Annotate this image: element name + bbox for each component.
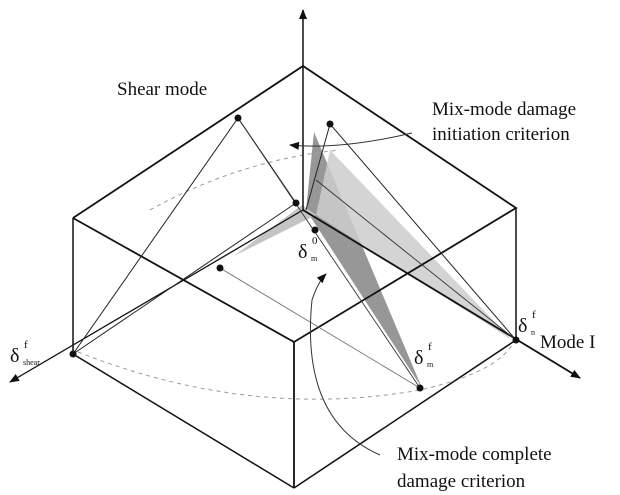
initiation-dashed-arc: [149, 149, 341, 211]
box-bottom-right: [293, 339, 517, 489]
delta-m0-label: δ 0 m: [298, 235, 318, 263]
box-bottom-left: [72, 353, 295, 489]
svg-text:δ: δ: [10, 345, 19, 367]
delta-m-f-label: δ f m: [414, 341, 434, 369]
svg-text:m: m: [427, 360, 434, 369]
svg-text:f: f: [532, 309, 536, 321]
point-shear-init: [292, 199, 300, 207]
line-top-to-origin: [305, 123, 331, 211]
point-top: [326, 120, 334, 128]
svg-text:shear: shear: [23, 358, 40, 367]
svg-text:f: f: [24, 339, 28, 351]
point-n-f: [512, 336, 520, 344]
svg-text:δ: δ: [414, 347, 423, 369]
delta-n-f-label: δ f n: [518, 309, 536, 337]
shear-line-left: [72, 117, 239, 355]
complete-pointer: [309, 273, 381, 456]
complete-label-line2: damage criterion: [397, 471, 526, 492]
svg-text:0: 0: [312, 235, 318, 247]
initiation-label-line2: initiation criterion: [432, 124, 570, 145]
shear-line-bottom: [72, 202, 297, 355]
initiation-label-line1: Mix-mode damage: [432, 99, 576, 120]
svg-text:n: n: [531, 328, 535, 337]
line-init-to-mode-i: [315, 179, 517, 341]
point-shear-f: [69, 350, 77, 358]
initiation-plane-light: [234, 205, 316, 256]
svg-text:δ: δ: [298, 241, 307, 263]
complete-label-line1: Mix-mode complete: [397, 444, 552, 465]
complete-dashed-arc: [77, 339, 516, 400]
axis-mode-i: [302, 209, 581, 379]
line-peak-to-mode-i: [237, 117, 421, 389]
mode-i-label: Mode I: [540, 332, 595, 353]
shear-mode-label: Shear mode: [117, 79, 207, 100]
initiation-plane-right: [316, 150, 512, 340]
box-inner-line-a: [219, 267, 421, 389]
svg-text:f: f: [428, 341, 432, 353]
point-mf: [416, 384, 424, 392]
line-top-to-mode-i: [329, 123, 517, 341]
delta-shear-f-label: δ f shear: [10, 339, 40, 367]
initiation-pointer: [289, 132, 413, 150]
point-shear-peak: [234, 114, 242, 122]
point-left-mid: [216, 264, 224, 272]
axis-shear: [9, 209, 304, 383]
svg-text:δ: δ: [518, 315, 527, 337]
svg-text:m: m: [311, 254, 318, 263]
point-m0: [311, 226, 319, 234]
